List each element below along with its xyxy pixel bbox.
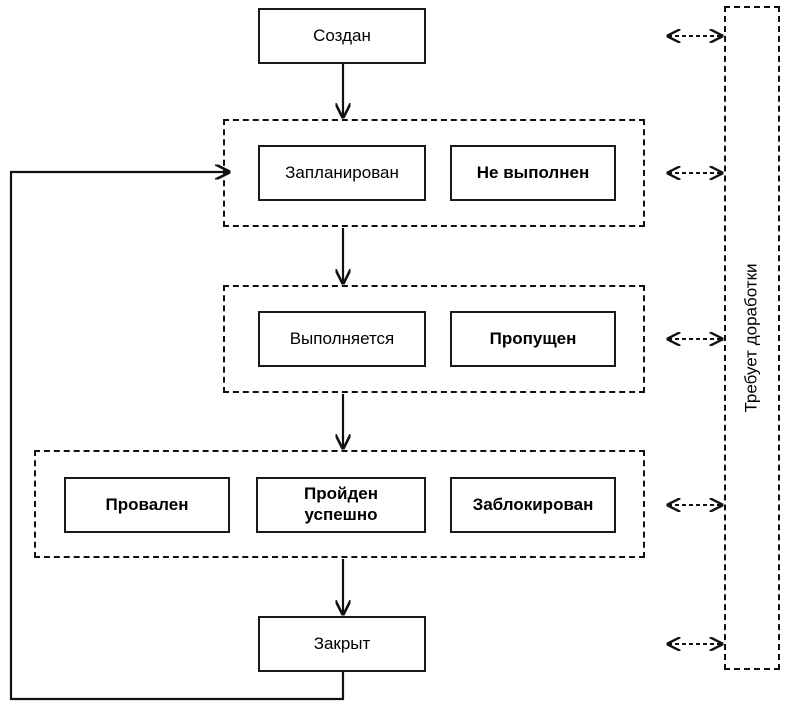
state-node-created[interactable]: Создан [258,8,426,64]
state-label-planned: Запланирован [285,162,399,182]
state-label-passed: Пройден успешно [304,484,378,524]
state-group-finished [34,450,645,558]
state-node-failed[interactable]: Провален [64,477,230,533]
reopen-loop-arrow [9,172,345,701]
state-node-closed[interactable]: Закрыт [258,616,426,672]
state-node-in-progress[interactable]: Выполняется [258,311,426,367]
state-node-blocked[interactable]: Заблокирован [450,477,616,533]
state-label-created: Создан [313,25,371,45]
state-label-failed: Провален [105,494,189,514]
state-node-skipped[interactable]: Пропущен [450,311,616,367]
rework-panel-label: Требует доработки [742,263,762,413]
state-group-running [223,285,645,393]
state-node-not-done[interactable]: Не выполнен [450,145,616,201]
state-label-in-progress: Выполняется [289,328,395,348]
state-node-planned[interactable]: Запланирован [258,145,426,201]
state-label-skipped: Пропущен [489,328,577,348]
rework-panel[interactable]: Требует доработки [724,6,780,670]
state-label-closed: Закрыт [313,633,371,653]
state-label-not-done: Не выполнен [476,162,590,182]
state-node-passed[interactable]: Пройден успешно [256,477,426,533]
state-label-blocked: Заблокирован [472,494,594,514]
